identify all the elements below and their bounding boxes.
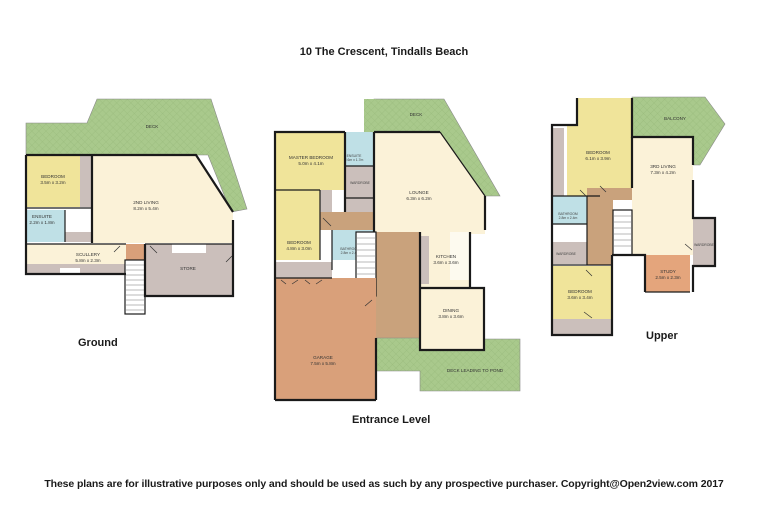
upper-bathroom-size: 2.8m x 2.4m	[559, 216, 578, 220]
ground-store-label: STORE	[180, 266, 196, 271]
entrance-wardrobe-label: WARDROBE	[350, 181, 371, 185]
entrance-kitchen-size: 3.6m x 3.6m	[433, 260, 458, 265]
ground-living-label: 2ND LIVING	[133, 200, 159, 205]
entrance-dining-area	[420, 288, 484, 350]
ground-floor: DECK 2ND LIVING 8.2m x 5.4m BEDROOM 3.5m…	[24, 98, 248, 315]
ground-bedroom-size: 3.5m x 3.2m	[40, 180, 65, 185]
ground-scullery-label: SCULLERY	[76, 252, 100, 257]
ground-living-size: 8.2m x 5.4m	[133, 206, 158, 211]
upper-living-label: 3RD LIVING	[650, 164, 676, 169]
entrance-ensuite-label: ENSUITE	[347, 154, 362, 158]
ground-bedroom-label: BEDROOM	[41, 174, 65, 179]
entrance-ensuite-size: 2.6m x 1.7m	[345, 158, 364, 162]
upper-floor: BALCONY BEDROOM 6.1m x 3.9m 3RD LIVING 7…	[550, 96, 726, 337]
entrance-floor-label: Entrance Level	[352, 414, 431, 426]
upper-floor-label: Upper	[646, 330, 678, 342]
ground-stairs	[124, 259, 146, 315]
entrance-bedroom-area	[275, 190, 320, 260]
entrance-master-bedroom-area	[275, 132, 345, 190]
entrance-deck-label: DECK	[410, 112, 424, 117]
entrance-lounge-size: 6.3m x 6.2m	[406, 196, 431, 201]
ground-scullery-size: 5.8m x 2.3m	[75, 258, 100, 263]
ground-ensuite-label: ENSUITE	[32, 214, 52, 219]
upper-study-area	[645, 255, 690, 292]
upper-balcony-label: BALCONY	[664, 116, 686, 121]
entrance-bathroom-size: 2.8m x 2.4m	[341, 251, 360, 255]
upper-bedroom1-size: 6.1m x 3.9m	[585, 156, 610, 161]
upper-bathroom-area	[552, 196, 587, 224]
entrance-garage-label: GARAGE	[313, 355, 333, 360]
plan-title: 10 The Crescent, Tindalls Beach	[299, 46, 469, 58]
entrance-bedroom-size: 4.8m x 3.0m	[286, 246, 311, 251]
upper-bedroom2-area	[552, 266, 612, 319]
entrance-floor: DECK LOUNGE 6.3m x 6.2m MASTER BEDROOM 5…	[273, 98, 521, 402]
upper-bedroom2-size: 3.6m x 3.4m	[567, 295, 592, 300]
entrance-ensuite-area	[345, 132, 373, 166]
upper-bedroom1-area	[567, 98, 632, 196]
ground-ensuite-size: 2.2m x 1.8m	[29, 220, 54, 225]
entrance-deck-pond-label: DECK LEADING TO POND	[447, 368, 504, 373]
upper-wardrobe1-label: WARDROBE	[556, 252, 577, 256]
upper-living-area	[632, 137, 693, 255]
entrance-bedroom-label: BEDROOM	[287, 240, 311, 245]
ground-living-area	[92, 155, 233, 243]
upper-bathroom-label: BATHROOM	[558, 212, 578, 216]
ground-ensuite-area	[27, 210, 65, 242]
upper-bedroom1-label: BEDROOM	[586, 150, 610, 155]
upper-study-size: 2.5m x 2.3m	[655, 275, 680, 280]
entrance-dining-label: DINING	[443, 308, 460, 313]
upper-wardrobe2-label: WARDROBE	[694, 243, 715, 247]
upper-study-label: STUDY	[660, 269, 676, 274]
ground-floor-label: Ground	[78, 337, 118, 349]
entrance-bathroom-label: BATHROOM	[340, 247, 360, 251]
entrance-dining-size: 3.8m x 3.6m	[438, 314, 463, 319]
ground-deck-label: DECK	[146, 124, 160, 129]
upper-stairs	[612, 209, 633, 256]
entrance-kitchen-label: KITCHEN	[436, 254, 456, 259]
entrance-garage-size: 7.5m x 5.8m	[310, 361, 335, 366]
entrance-master-bedroom-size: 5.0m x 4.1m	[298, 161, 323, 166]
entrance-master-bedroom-label: MASTER BEDROOM	[289, 155, 333, 160]
upper-living-size: 7.3m x 4.2m	[650, 170, 675, 175]
upper-bedroom2-label: BEDROOM	[568, 289, 592, 294]
ground-bedroom-area	[26, 156, 80, 207]
disclaimer-footer: These plans are for illustrative purpose…	[44, 478, 724, 490]
entrance-garage-area	[275, 278, 376, 400]
entrance-lounge-label: LOUNGE	[409, 190, 428, 195]
